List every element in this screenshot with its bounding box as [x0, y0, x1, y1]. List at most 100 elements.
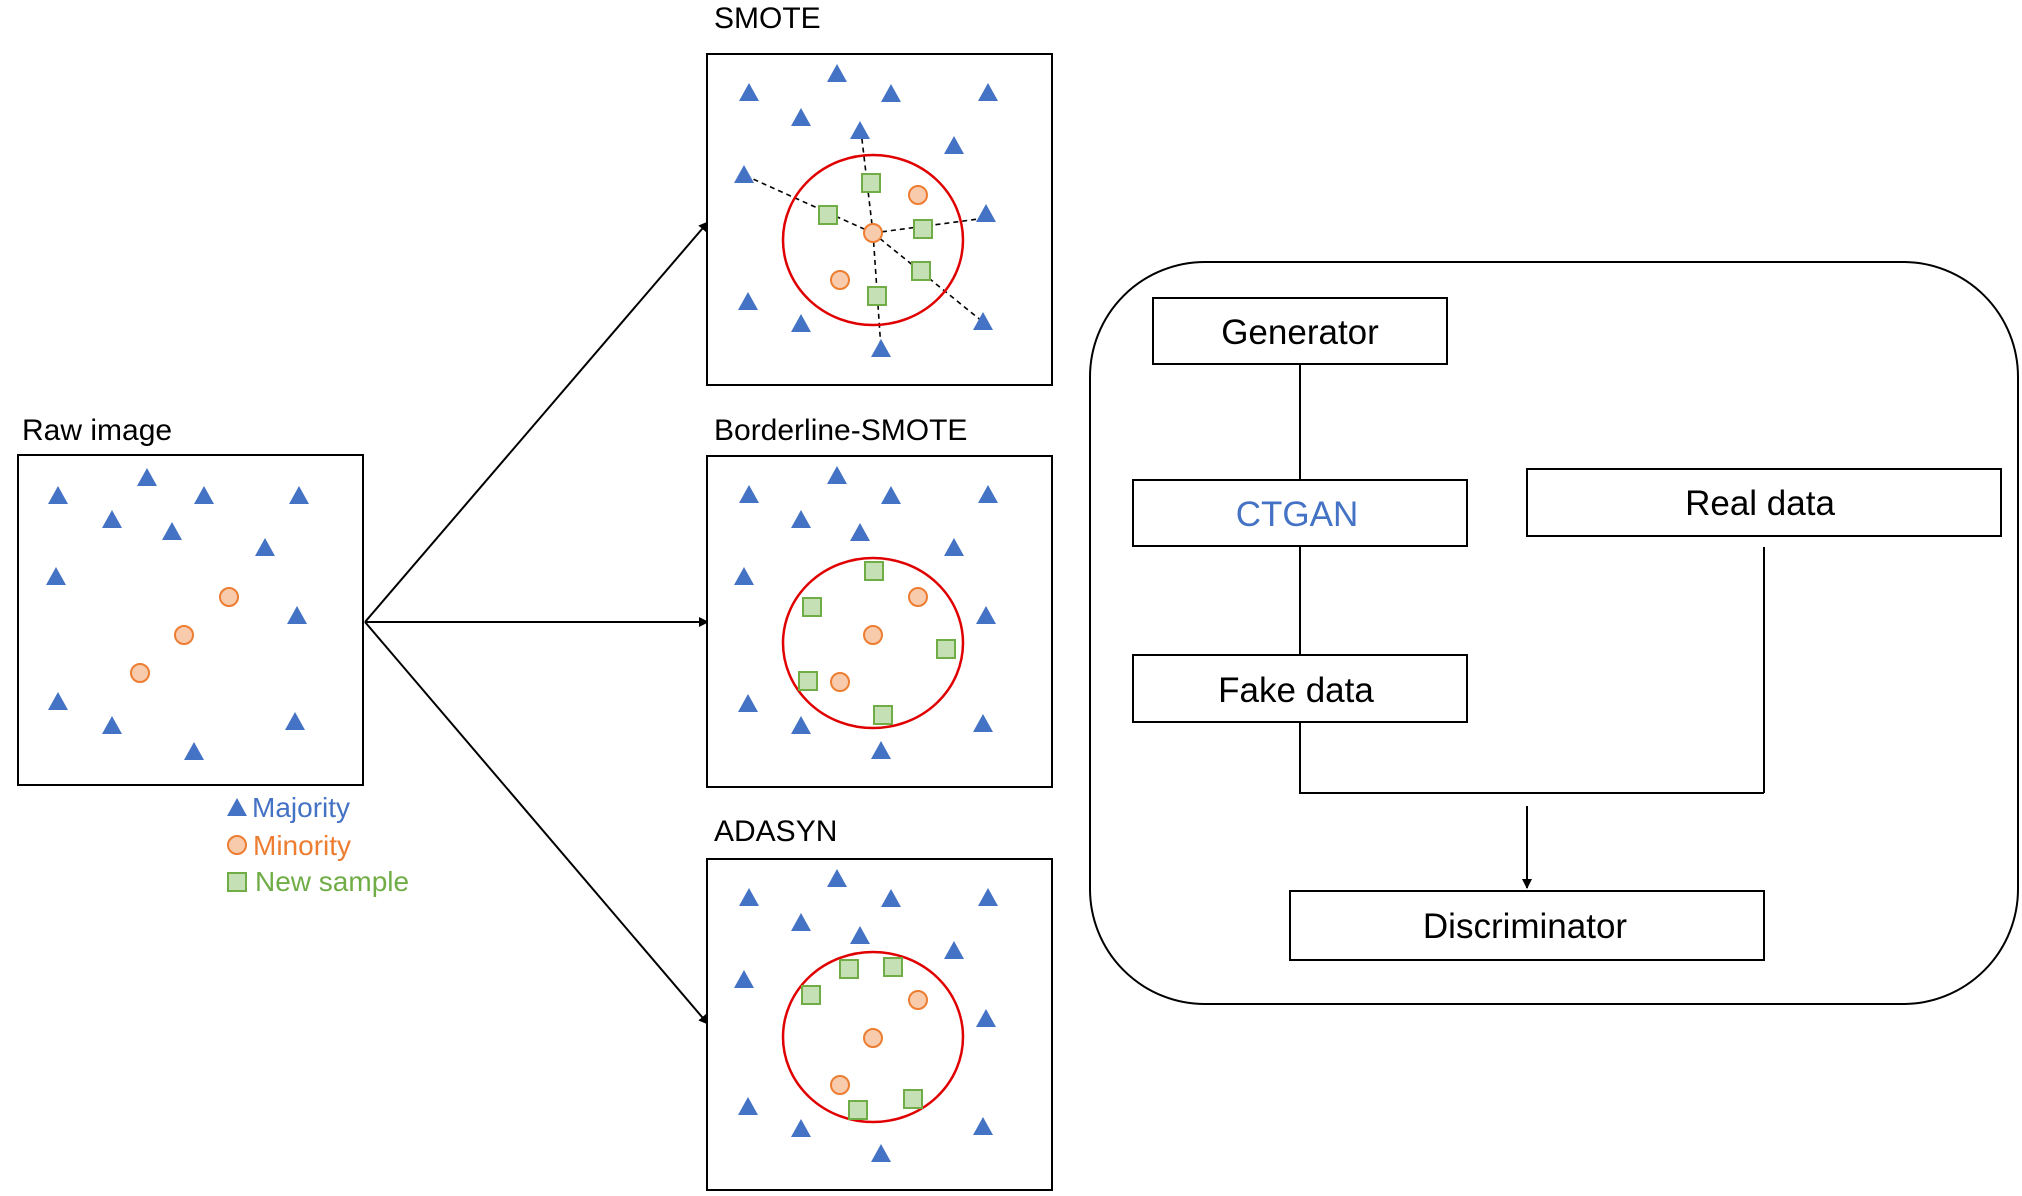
minority-circle-icon: [830, 270, 850, 290]
circle-icon: [227, 835, 247, 855]
majority-triangle-icon: [255, 538, 275, 556]
majority-triangle-icon: [944, 136, 964, 154]
new-sample-square-icon: [873, 705, 893, 725]
majority-triangle-icon: [976, 606, 996, 624]
majority-triangle-icon: [738, 1097, 758, 1115]
minority-circle-icon: [863, 223, 883, 243]
majority-triangle-icon: [944, 538, 964, 556]
majority-triangle-icon: [871, 1144, 891, 1162]
triangle-icon: [227, 798, 247, 816]
square-icon: [227, 872, 247, 892]
majority-triangle-icon: [738, 292, 758, 310]
adasyn-title: ADASYN: [714, 815, 837, 848]
legend-item-new-sample: New sample: [227, 866, 409, 897]
legend-item-minority: Minority: [227, 830, 351, 861]
majority-triangle-icon: [285, 712, 305, 730]
majority-triangle-icon: [287, 606, 307, 624]
minority-circle-icon: [908, 587, 928, 607]
generator-label: Generator: [1221, 313, 1379, 352]
borderline-smote-panel: Borderline-SMOTE: [706, 414, 1053, 788]
new-sample-square-icon: [801, 985, 821, 1005]
ctgan-flow-frame: [1089, 261, 2019, 1005]
generator-box: [1152, 297, 1448, 365]
arrows: [364, 221, 709, 1025]
adasyn-frame: [706, 858, 1053, 1191]
minority-circle-icon: [130, 663, 150, 683]
borderline-smote-minority-region: [781, 556, 965, 730]
majority-triangle-icon: [871, 339, 891, 357]
minority-circle-icon: [830, 672, 850, 692]
smote-title: SMOTE: [714, 2, 821, 35]
majority-triangle-icon: [194, 486, 214, 504]
majority-triangle-icon: [739, 83, 759, 101]
majority-triangle-icon: [871, 741, 891, 759]
new-sample-square-icon: [913, 219, 933, 239]
majority-triangle-icon: [827, 466, 847, 484]
arrow-to-smote: [364, 221, 709, 623]
majority-triangle-icon: [102, 716, 122, 734]
new-sample-square-icon: [861, 173, 881, 193]
smote-panel: SMOTE: [706, 2, 1053, 386]
legend-new-sample-label: New sample: [255, 866, 409, 897]
minority-circle-icon: [908, 990, 928, 1010]
adasyn-minority-region: [781, 950, 965, 1124]
fake-data-label: Fake data: [1218, 671, 1374, 710]
majority-triangle-icon: [978, 83, 998, 101]
majority-triangle-icon: [881, 889, 901, 907]
majority-triangle-icon: [734, 165, 754, 183]
minority-circle-icon: [863, 1028, 883, 1048]
borderline-smote-frame: [706, 455, 1053, 788]
interpolation-line: [743, 174, 874, 234]
majority-triangle-icon: [973, 714, 993, 732]
majority-triangle-icon: [137, 468, 157, 486]
minority-circle-icon: [863, 625, 883, 645]
new-sample-square-icon: [936, 639, 956, 659]
new-sample-square-icon: [839, 959, 859, 979]
majority-triangle-icon: [850, 523, 870, 541]
smote-minority-region: [781, 153, 965, 327]
legend: Majority Minority New sample: [227, 792, 409, 897]
smote-points: [734, 64, 998, 357]
majority-triangle-icon: [973, 1117, 993, 1135]
ctgan-flow-panel: Generator CTGAN Real data Fake data Disc…: [1089, 261, 2019, 1005]
arrow-to-adasyn: [364, 621, 709, 1025]
majority-triangle-icon: [46, 567, 66, 585]
majority-triangle-icon: [791, 108, 811, 126]
ctgan-box: [1132, 479, 1468, 547]
real-data-box: [1526, 468, 2002, 537]
raw-image-points: [46, 468, 309, 760]
new-sample-square-icon: [798, 671, 818, 691]
majority-triangle-icon: [739, 485, 759, 503]
majority-triangle-icon: [791, 314, 811, 332]
discriminator-label: Discriminator: [1423, 907, 1628, 946]
ctgan-label: CTGAN: [1236, 495, 1359, 534]
new-sample-square-icon: [818, 205, 838, 225]
majority-triangle-icon: [734, 567, 754, 585]
majority-triangle-icon: [734, 970, 754, 988]
majority-triangle-icon: [102, 510, 122, 528]
interpolation-line: [860, 130, 874, 234]
minority-circle-icon: [174, 625, 194, 645]
discriminator-box: [1289, 890, 1765, 961]
majority-triangle-icon: [881, 84, 901, 102]
borderline-smote-title: Borderline-SMOTE: [714, 414, 967, 447]
majority-triangle-icon: [827, 869, 847, 887]
majority-triangle-icon: [976, 204, 996, 222]
majority-triangle-icon: [850, 926, 870, 944]
borderline-smote-points: [734, 466, 998, 759]
majority-triangle-icon: [738, 694, 758, 712]
majority-triangle-icon: [162, 522, 182, 540]
adasyn-points: [734, 869, 998, 1162]
majority-triangle-icon: [976, 1009, 996, 1027]
majority-triangle-icon: [184, 742, 204, 760]
majority-triangle-icon: [739, 888, 759, 906]
majority-triangle-icon: [827, 64, 847, 82]
majority-triangle-icon: [791, 913, 811, 931]
new-sample-square-icon: [864, 561, 884, 581]
real-data-label: Real data: [1685, 484, 1835, 523]
adasyn-panel: ADASYN: [706, 815, 1053, 1191]
new-sample-square-icon: [802, 597, 822, 617]
majority-triangle-icon: [289, 486, 309, 504]
majority-triangle-icon: [48, 486, 68, 504]
